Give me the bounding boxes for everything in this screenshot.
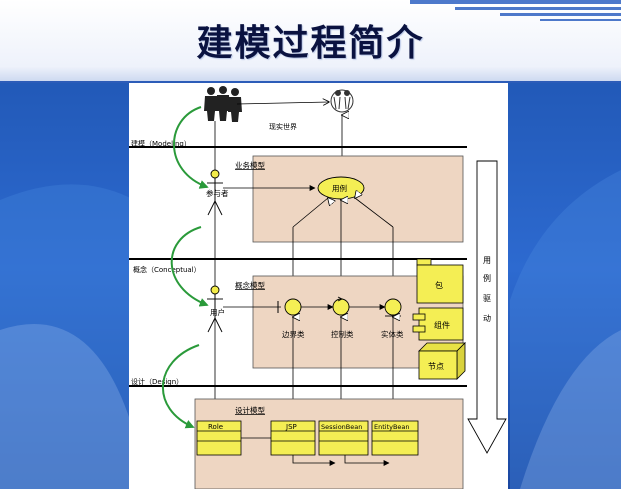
- business-model-label: 业务模型: [235, 160, 265, 170]
- use-case-driven-label-1: 用: [483, 256, 491, 265]
- user-label: 用户: [210, 307, 225, 317]
- modeling-process-diagram: 现实世界 业务模型 参与者 用例 概念模型 用户: [129, 83, 508, 489]
- use-case-driven-arrow: [468, 161, 506, 453]
- class-role-label: Role: [208, 423, 223, 431]
- control-class-label: 控制类: [331, 329, 354, 339]
- control-class-icon: [333, 299, 349, 315]
- use-case-label: 用例: [332, 183, 347, 193]
- node-label: 节点: [428, 362, 444, 371]
- business-model-box: [253, 156, 463, 242]
- package-label: 包: [435, 280, 443, 290]
- component-label: 组件: [434, 320, 450, 330]
- use-case-driven-label-4: 动: [483, 313, 491, 323]
- boundary-class-icon: [285, 299, 301, 315]
- boundary-class-label: 边界类: [282, 329, 305, 339]
- design-model-label: 设计模型: [235, 405, 265, 415]
- real-world-label: 现实世界: [269, 122, 297, 131]
- class-sessionbean-label: SessionBean: [321, 423, 362, 431]
- diagram-panel: 现实世界 业务模型 参与者 用例 概念模型 用户: [129, 83, 508, 489]
- people-group-icon: [204, 86, 242, 122]
- phase-conceptual-label: 概念（Conceptual）: [133, 265, 201, 274]
- slide-title: 建模过程简介: [0, 14, 621, 66]
- entity-class-label: 实体类: [381, 329, 404, 339]
- phase-design-label: 设计（Design）: [131, 377, 183, 386]
- node-icon: [419, 343, 465, 379]
- class-jsp-label: JSP: [285, 423, 297, 431]
- conceptual-model-label: 概念模型: [235, 280, 265, 290]
- participant-label: 参与者: [206, 188, 229, 198]
- realworld-link-line: [237, 102, 329, 104]
- entity-class-icon: [385, 299, 401, 315]
- use-case-driven-label-3: 驱: [483, 294, 491, 303]
- class-entitybean-label: EntityBean: [374, 423, 410, 431]
- phase-modeling-label: 建模（Modeling）: [131, 139, 191, 148]
- outline-figures-icon: [331, 90, 353, 112]
- use-case-driven-label-2: 例: [483, 273, 491, 283]
